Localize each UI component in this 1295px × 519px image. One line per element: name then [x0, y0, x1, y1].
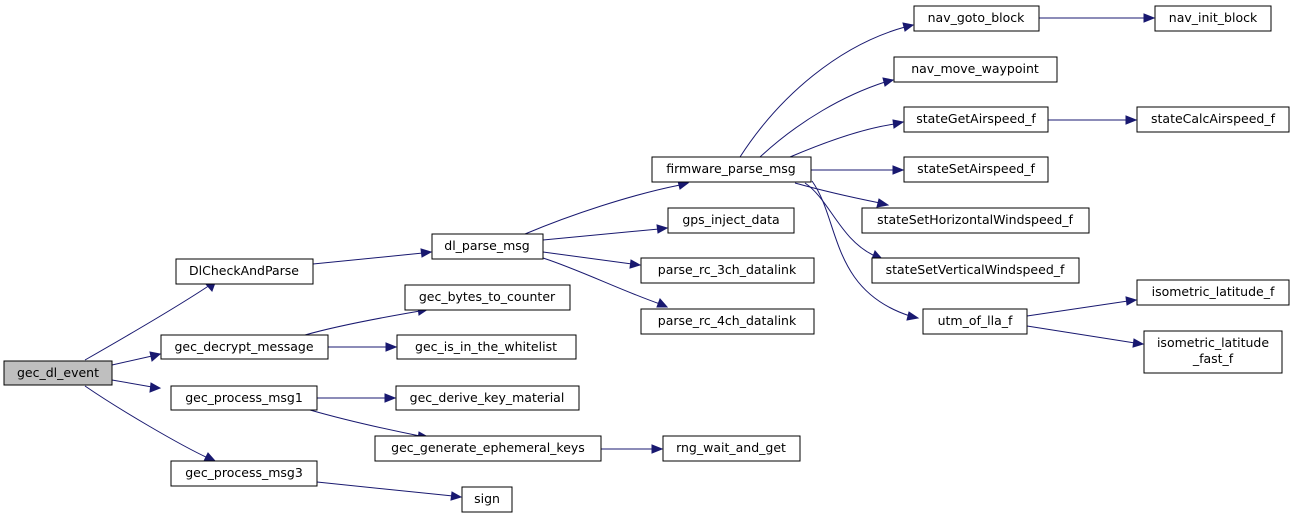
edge-utm_of_lla_f-isometric_latitude_fast_f: [1026, 325, 1145, 348]
node-sign[interactable]: sign: [461, 486, 513, 513]
node-nav_init_block[interactable]: nav_init_block: [1154, 5, 1272, 32]
node-label-line2: _fast_f: [1192, 351, 1234, 366]
node-firmware_parse_msg[interactable]: firmware_parse_msg: [651, 156, 812, 183]
node-gec_is_in_the_whitelist[interactable]: gec_is_in_the_whitelist: [396, 334, 577, 360]
node-label: stateCalcAirspeed_f: [1151, 111, 1276, 126]
node-gec_decrypt_message[interactable]: gec_decrypt_message: [160, 334, 329, 360]
node-label: gec_process_msg1: [185, 390, 303, 405]
node-label: gec_derive_key_material: [410, 390, 565, 405]
node-label: nav_move_waypoint: [911, 61, 1039, 76]
edge-DlCheckAndParse-dl_parse_msg: [312, 248, 433, 265]
node-label: gec_process_msg3: [185, 465, 303, 480]
node-label: firmware_parse_msg: [666, 161, 795, 176]
node-label: stateSetVerticalWindspeed_f: [886, 262, 1065, 277]
edges: [84, 13, 1156, 501]
node-label: stateGetAirspeed_f: [916, 111, 1036, 126]
edge-firmware_parse_msg-stateSetHorizontalWindspeed_f: [794, 182, 890, 208]
edge-gec_process_msg1-gec_derive_key_material: [317, 393, 397, 403]
edge-firmware_parse_msg-nav_move_waypoint: [759, 77, 895, 158]
node-label: stateSetAirspeed_f: [917, 161, 1035, 176]
edge-firmware_parse_msg-stateGetAirspeed_f: [789, 119, 905, 158]
node-nav_goto_block[interactable]: nav_goto_block: [913, 5, 1040, 32]
node-gec_derive_key_material[interactable]: gec_derive_key_material: [395, 385, 580, 411]
node-label: gec_dl_event: [17, 365, 99, 380]
edge-gec_generate_ephemeral_keys-rng_wait_and_get: [601, 444, 664, 454]
node-label: sign: [474, 491, 500, 506]
node-label: gec_generate_ephemeral_keys: [391, 440, 585, 455]
edge-gec_dl_event-gec_decrypt_message: [111, 351, 162, 366]
node-dl_parse_msg[interactable]: dl_parse_msg: [431, 233, 544, 260]
edge-dl_parse_msg-firmware_parse_msg: [524, 180, 690, 235]
node-gec_process_msg3[interactable]: gec_process_msg3: [170, 460, 318, 487]
node-label: nav_goto_block: [928, 10, 1026, 25]
edge-gec_dl_event-gec_process_msg1: [111, 379, 162, 393]
edge-dl_parse_msg-parse_rc_4ch_datalink: [542, 257, 669, 308]
edge-dl_parse_msg-parse_rc_3ch_datalink: [542, 251, 642, 269]
node-nav_move_waypoint[interactable]: nav_move_waypoint: [893, 56, 1058, 83]
node-label: gec_is_in_the_whitelist: [415, 339, 557, 354]
nodes: gec_dl_event DlCheckAndParse gec_decrypt…: [3, 5, 1290, 513]
node-label: parse_rc_3ch_datalink: [658, 262, 797, 277]
node-label: gps_inject_data: [682, 212, 779, 227]
node-isometric_latitude_f[interactable]: isometric_latitude_f: [1136, 279, 1290, 306]
node-stateSetAirspeed_f[interactable]: stateSetAirspeed_f: [903, 156, 1049, 183]
node-utm_of_lla_f[interactable]: utm_of_lla_f: [922, 308, 1028, 335]
edge-dl_parse_msg-gps_inject_data: [542, 224, 669, 241]
node-label: utm_of_lla_f: [938, 313, 1013, 328]
node-gec_bytes_to_counter[interactable]: gec_bytes_to_counter: [404, 284, 571, 311]
node-gps_inject_data[interactable]: gps_inject_data: [667, 207, 795, 234]
edge-stateGetAirspeed_f-stateCalcAirspeed_f: [1048, 115, 1138, 125]
node-parse_rc_3ch_datalink[interactable]: parse_rc_3ch_datalink: [640, 257, 815, 284]
node-label: isometric_latitude_f: [1152, 284, 1275, 299]
node-label: nav_init_block: [1169, 10, 1258, 25]
node-label: dl_parse_msg: [444, 238, 529, 253]
node-gec_process_msg1[interactable]: gec_process_msg1: [170, 385, 318, 411]
node-label: stateSetHorizontalWindspeed_f: [877, 212, 1073, 227]
node-parse_rc_4ch_datalink[interactable]: parse_rc_4ch_datalink: [640, 308, 815, 335]
node-stateSetHorizontalWindspeed_f[interactable]: stateSetHorizontalWindspeed_f: [861, 207, 1090, 234]
edge-firmware_parse_msg-stateSetAirspeed_f: [811, 165, 905, 175]
edge-gec_decrypt_message-gec_is_in_the_whitelist: [328, 342, 398, 352]
node-stateCalcAirspeed_f[interactable]: stateCalcAirspeed_f: [1136, 106, 1290, 133]
node-label: DlCheckAndParse: [189, 263, 299, 278]
node-label: rng_wait_and_get: [676, 440, 786, 455]
node-DlCheckAndParse[interactable]: DlCheckAndParse: [175, 258, 314, 285]
edge-nav_goto_block-nav_init_block: [1039, 13, 1156, 23]
node-gec_generate_ephemeral_keys[interactable]: gec_generate_ephemeral_keys: [374, 435, 602, 462]
edge-firmware_parse_msg-nav_goto_block: [739, 22, 915, 158]
edge-firmware_parse_msg-utm_of_lla_f: [811, 180, 920, 321]
node-stateGetAirspeed_f[interactable]: stateGetAirspeed_f: [903, 106, 1049, 133]
edge-gec_decrypt_message-gec_bytes_to_counter: [304, 306, 430, 336]
node-isometric_latitude_fast_f[interactable]: isometric_latitude _fast_f: [1143, 330, 1283, 374]
edge-utm_of_lla_f-isometric_latitude_f: [1026, 296, 1138, 317]
node-label: parse_rc_4ch_datalink: [658, 313, 797, 328]
node-label: gec_decrypt_message: [174, 339, 313, 354]
node-gec_dl_event[interactable]: gec_dl_event: [3, 360, 113, 386]
node-stateSetVerticalWindspeed_f[interactable]: stateSetVerticalWindspeed_f: [871, 257, 1080, 284]
edge-gec_process_msg3-sign: [316, 481, 463, 501]
node-rng_wait_and_get[interactable]: rng_wait_and_get: [662, 435, 801, 462]
node-label-line1: isometric_latitude: [1157, 335, 1269, 350]
node-label: gec_bytes_to_counter: [419, 289, 556, 304]
